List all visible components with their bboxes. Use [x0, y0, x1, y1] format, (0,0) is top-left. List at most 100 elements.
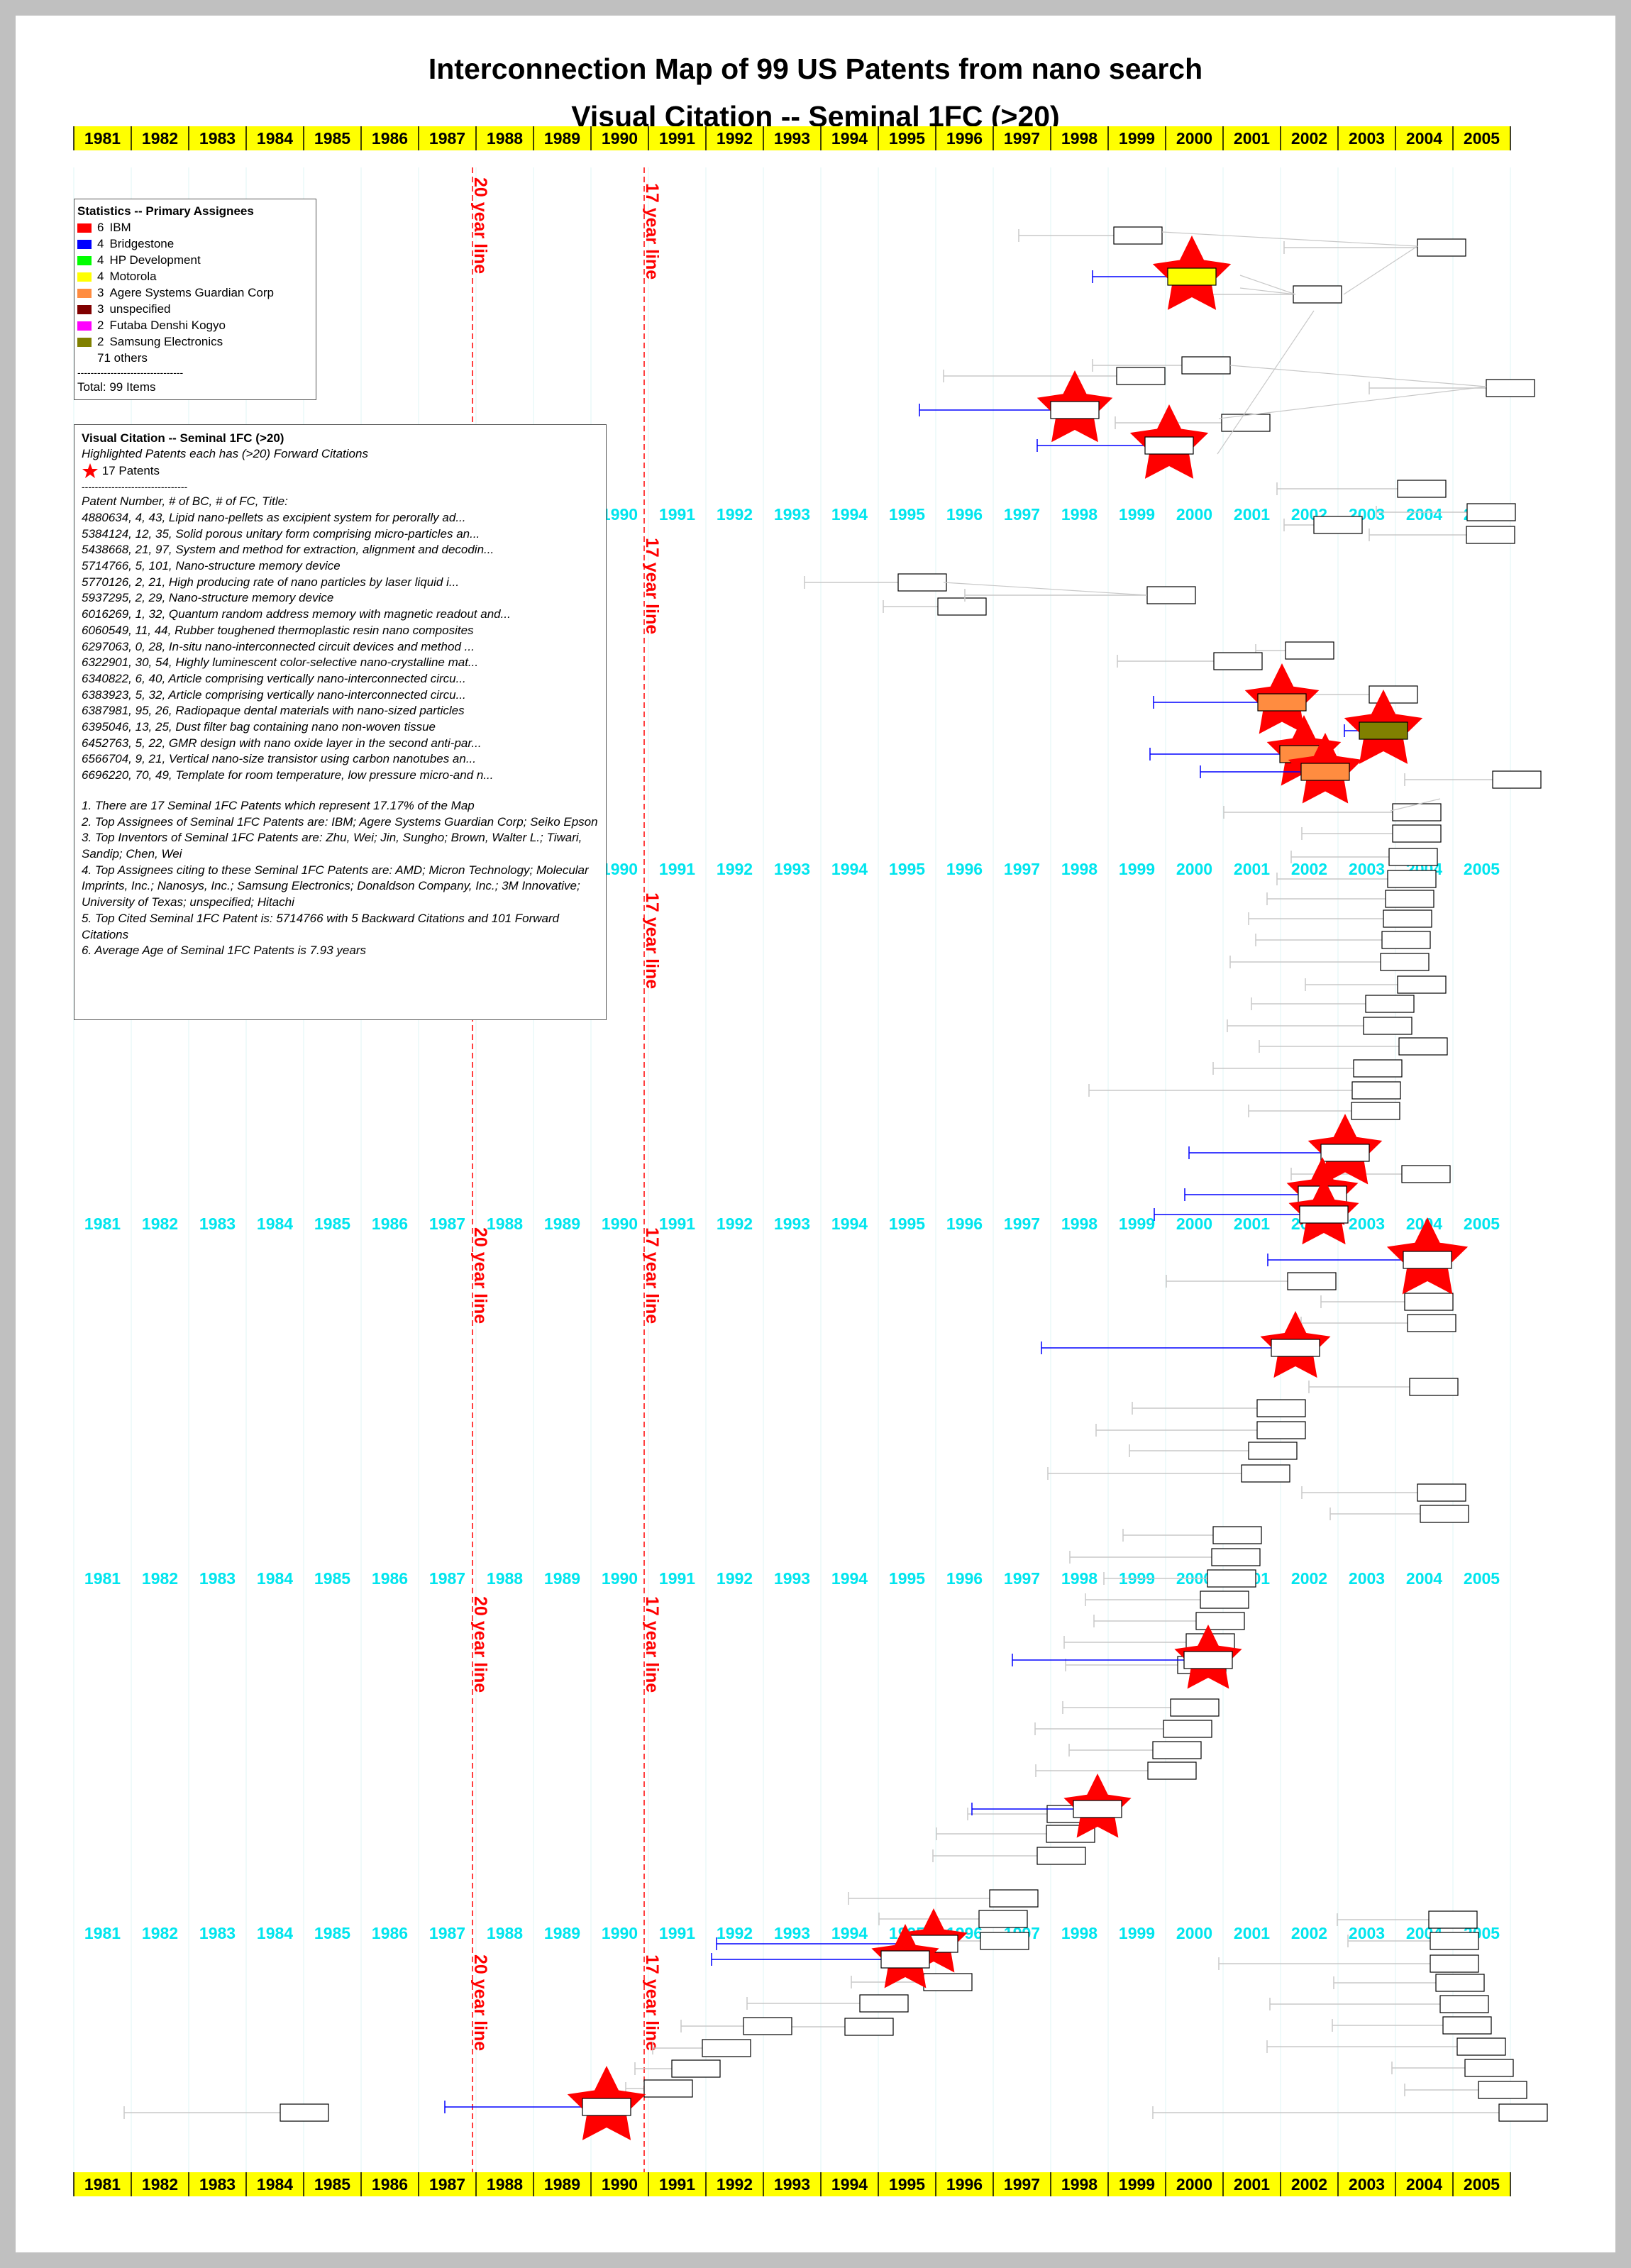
- patent-box: [1381, 953, 1429, 970]
- year-label: 1992: [717, 2175, 753, 2194]
- year-label: 1994: [831, 2175, 868, 2194]
- overlay-year-label: 1996: [946, 860, 983, 878]
- patent-box: [1420, 1505, 1469, 1522]
- year-label: 2000: [1176, 2175, 1212, 2194]
- assignee-color-swatch: [77, 256, 92, 265]
- assignee-count: 2: [97, 319, 104, 332]
- year-label: 1983: [199, 2175, 236, 2194]
- patent-box: [1364, 1017, 1412, 1034]
- overlay-year-label: 2005: [1464, 860, 1500, 878]
- overlay-year-label: 1983: [199, 1924, 236, 1942]
- overlay-year-label: 1991: [659, 1924, 695, 1942]
- stats-others: 71 others: [77, 350, 313, 366]
- overlay-year-label: 1991: [659, 860, 695, 878]
- patent-box: [1351, 1102, 1400, 1119]
- stats-list: 6IBM4Bridgestone4HP Development4Motorola…: [77, 219, 313, 350]
- overlay-year-label: 1983: [199, 1569, 236, 1588]
- overlay-year-label: 2003: [1349, 860, 1385, 878]
- patent-box: [1393, 804, 1441, 821]
- patent-entry: 6322901, 30, 54, Highly luminescent colo…: [82, 655, 599, 671]
- overlay-year-label: 2000: [1176, 1215, 1212, 1233]
- patent-box: [1168, 268, 1216, 285]
- citation-link: [1162, 232, 1417, 246]
- overlay-year-label: 1998: [1061, 1924, 1098, 1942]
- overlay-year-label: 1984: [257, 1569, 293, 1588]
- assignee-color-swatch: [77, 305, 92, 314]
- overlay-year-label: 1983: [199, 1215, 236, 1233]
- overlay-year-label: 1982: [142, 1215, 178, 1233]
- patent-box: [582, 2098, 631, 2115]
- patent-box: [1388, 870, 1436, 887]
- overlay-year-label: 1999: [1119, 1215, 1155, 1233]
- year-label: 1991: [659, 129, 695, 148]
- assignee-name: Futaba Denshi Kogyo: [109, 319, 226, 332]
- year-label: 1990: [602, 129, 638, 148]
- overlay-year-label: 1992: [717, 505, 753, 524]
- patent-box: [845, 2018, 893, 2035]
- overlay-year-label: 2001: [1234, 860, 1270, 878]
- patent-box: [1403, 1251, 1452, 1268]
- year-label: 2002: [1291, 2175, 1327, 2194]
- overlay-year-label: 1994: [831, 505, 868, 524]
- patent-entry: 6016269, 1, 32, Quantum random address m…: [82, 607, 599, 623]
- year-label: 1989: [544, 2175, 580, 2194]
- year-label: 2001: [1234, 2175, 1270, 2194]
- twenty-year-line-label: 20 year line: [470, 1954, 490, 2051]
- overlay-year-label: 1993: [774, 505, 810, 524]
- year-label: 1996: [946, 129, 983, 148]
- assignee-color-swatch: [77, 240, 92, 249]
- patent-box: [1466, 526, 1515, 543]
- patent-box: [1478, 2081, 1527, 2098]
- stats-item: 2Samsung Electronics: [77, 333, 313, 350]
- overlay-year-label: 1994: [831, 1924, 868, 1942]
- overlay-year-label: 1995: [889, 860, 925, 878]
- year-label: 2000: [1176, 129, 1212, 148]
- patent-box: [1321, 1144, 1369, 1161]
- overlay-year-label: 2002: [1291, 1924, 1327, 1942]
- overlay-year-label: 1990: [602, 1569, 638, 1588]
- overlay-year-label: 1996: [946, 1215, 983, 1233]
- year-label: 1988: [487, 129, 523, 148]
- overlay-year-label: 1993: [774, 1215, 810, 1233]
- summary-note: 1. There are 17 Seminal 1FC Patents whic…: [82, 798, 599, 814]
- patent-box: [1398, 480, 1446, 497]
- overlay-year-label: 1981: [84, 1569, 121, 1588]
- patent-entry: 5438668, 21, 97, System and method for e…: [82, 542, 599, 558]
- twenty-year-line-label: 20 year line: [470, 1227, 490, 1324]
- patent-box: [1249, 1442, 1297, 1459]
- overlay-year-label: 1992: [717, 1924, 753, 1942]
- visual-columns: Patent Number, # of BC, # of FC, Title:: [82, 494, 599, 510]
- overlay-year-label: 1998: [1061, 505, 1098, 524]
- overlay-year-label: 1990: [602, 1215, 638, 1233]
- assignee-color-swatch: [77, 321, 92, 331]
- year-label: 1984: [257, 2175, 293, 2194]
- overlay-year-label: 1981: [84, 1924, 121, 1942]
- summary-note: 6. Average Age of Seminal 1FC Patents is…: [82, 943, 599, 959]
- year-label: 1986: [372, 2175, 408, 2194]
- patent-box: [860, 1995, 908, 2012]
- visual-heading: Visual Citation -- Seminal 1FC (>20): [82, 431, 599, 446]
- year-label: 1989: [544, 129, 580, 148]
- year-label: 2003: [1349, 2175, 1385, 2194]
- patent-box: [1393, 825, 1441, 842]
- assignee-name: Motorola: [109, 270, 156, 283]
- stats-item: 3unspecified: [77, 301, 313, 317]
- year-label: 1992: [717, 129, 753, 148]
- patent-entry: 5770126, 2, 21, High producing rate of n…: [82, 575, 599, 591]
- patent-box: [1467, 504, 1515, 521]
- overlay-year-label: 2001: [1234, 1215, 1270, 1233]
- patent-box: [1073, 1800, 1122, 1818]
- overlay-year-label: 1993: [774, 1924, 810, 1942]
- patent-box: [1037, 1847, 1085, 1864]
- year-label: 2005: [1464, 2175, 1500, 2194]
- patent-entry: 5714766, 5, 101, Nano-structure memory d…: [82, 558, 599, 575]
- assignee-name: Agere Systems Guardian Corp: [109, 286, 274, 299]
- patent-box: [1389, 848, 1437, 865]
- patent-box: [1352, 1082, 1400, 1099]
- overlay-year-label: 1998: [1061, 1569, 1098, 1588]
- overlay-year-label: 1997: [1004, 860, 1040, 878]
- patent-box: [1417, 1484, 1466, 1501]
- patent-box: [1171, 1699, 1219, 1716]
- overlay-year-label: 2003: [1349, 1569, 1385, 1588]
- overlay-year-label: 1997: [1004, 1215, 1040, 1233]
